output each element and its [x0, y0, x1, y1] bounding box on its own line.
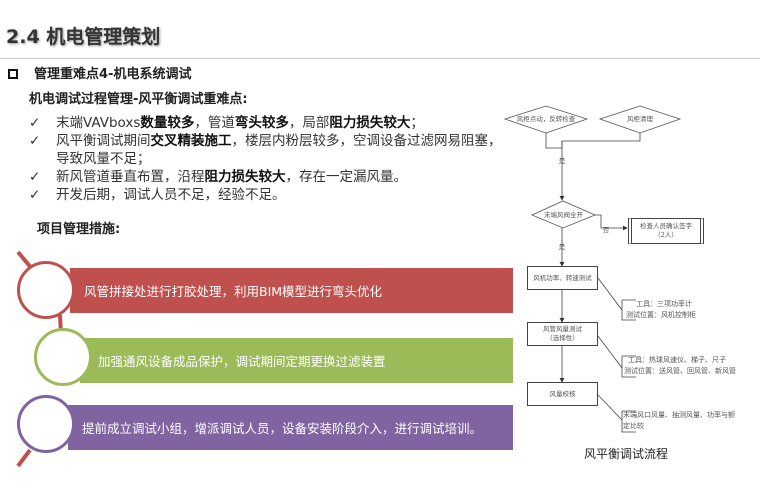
- bullet-text: 末端VAVboxs数量较多，管道弯头较多，局部阻力损失较大；: [56, 114, 504, 132]
- section-title-text: 管理重难点4-机电系统调试: [34, 67, 192, 82]
- flow-decision-3: 末端风阀全开: [544, 211, 583, 219]
- bullet-emphasis: 交叉精装施工: [150, 133, 232, 149]
- flow-text: 风量校核: [549, 389, 576, 398]
- bullet-text: 风平衡调试期间交叉精装施工，楼层内粉层较多，空调设备过滤网易阻塞，导致风量不足；: [56, 132, 504, 168]
- bullet-emphasis: 数量较多: [140, 115, 195, 131]
- flow-label-no: 否: [602, 226, 610, 234]
- bullet-text: 新风管道垂直布置，沿程阻力损失较大，存在一定漏风量。: [56, 168, 504, 186]
- bullet-item: ✓ 风平衡调试期间交叉精装施工，楼层内粉层较多，空调设备过滤网易阻塞，导致风量不足…: [29, 132, 504, 168]
- bullet-segment: ，存在一定漏风量。: [285, 169, 408, 185]
- check-icon: ✓: [29, 187, 41, 203]
- callout-text: 定比较: [623, 422, 644, 430]
- flow-step-2: 风管风量测试（选择性）: [527, 322, 598, 346]
- flow-step-3: 风量校核: [527, 382, 598, 406]
- circle-icon: [34, 328, 92, 386]
- bullet-item: ✓ 新风管道垂直布置，沿程阻力损失较大，存在一定漏风量。: [29, 168, 504, 186]
- page-title: 2.4 机电管理策划: [6, 26, 161, 48]
- square-bullet-icon: [8, 69, 18, 79]
- flow-text: 检查人员确认签字: [640, 222, 692, 230]
- bullet-emphasis: 弯头较多: [234, 115, 289, 131]
- circle-icon: [17, 261, 75, 319]
- flow-callout-1: 工具：三项功率计测试位置：风机控制柜: [626, 299, 696, 321]
- callout-text: 工具：三项功率计: [636, 300, 692, 308]
- bullet-segment: ，管道: [194, 115, 235, 131]
- bullet-emphasis: 阻力损失较大: [329, 115, 411, 131]
- callout-text: 测试位置：送风管、回风管、新风管: [624, 367, 736, 375]
- measure-text: 风管拼接处进行打胶处理，利用BIM模型进行弯头优化: [84, 284, 383, 299]
- flow-decision-1: 风柜点动，反转检查: [516, 115, 576, 123]
- check-icon: ✓: [29, 115, 41, 131]
- callout-text: 末端风口风量、抽测风量、功率与额: [623, 411, 735, 419]
- flow-callout-2: 工具：热球风速仪、梯子、尺子测试位置：送风管、回风管、新风管: [624, 355, 736, 377]
- flow-callout-3: 末端风口风量、抽测风量、功率与额定比较: [623, 410, 735, 432]
- bullet-segment: ，局部: [288, 115, 330, 131]
- bullet-segment: 末端VAVboxs: [56, 115, 141, 131]
- flow-check-box: 检查人员确认签字（2人）: [628, 218, 704, 244]
- measure-bar-1: 风管拼接处进行打胶处理，利用BIM模型进行弯头优化: [70, 268, 513, 313]
- flow-text: 风管风量测试: [543, 325, 582, 333]
- flow-text: （2人）: [654, 231, 678, 239]
- flow-label-yes: 是: [558, 243, 566, 251]
- bullet-segment: 开发后期，调试人员不足，经验不足。: [56, 187, 286, 203]
- divider: [0, 58, 760, 59]
- circle-icon: [17, 395, 75, 453]
- bullet-item: ✓ 开发后期，调试人员不足，经验不足。: [29, 186, 504, 204]
- check-icon: ✓: [29, 133, 41, 149]
- flow-label-yes: 是: [558, 157, 566, 165]
- measure-bar-2: 加强通风设备成品保护，调试期间定期更换过滤装置: [80, 338, 513, 383]
- flowchart-caption: 风平衡调试流程: [584, 447, 669, 461]
- measure-text: 提前成立调试小组，增派调试人员，设备安装阶段介入，进行调试培训。: [82, 421, 483, 436]
- section-title: 管理重难点4-机电系统调试: [8, 63, 191, 82]
- measures-title: 项目管理措施:: [37, 222, 121, 237]
- flow-step-1: 风机功率、转速测试: [527, 266, 598, 290]
- bullet-segment: 风平衡调试期间: [56, 133, 151, 149]
- measure-bar-3: 提前成立调试小组，增派调试人员，设备安装阶段介入，进行调试培训。: [68, 405, 513, 450]
- callout-text: 工具：热球风速仪、梯子、尺子: [628, 356, 726, 364]
- flow-decision-2: 风柜清理: [627, 115, 653, 123]
- bullet-emphasis: 阻力损失较大: [204, 169, 286, 185]
- callout-text: 测试位置：风机控制柜: [626, 311, 696, 319]
- bullet-segment: ，楼层内粉层较多，空调设备过滤网易阻塞，导致风量不足；: [56, 133, 502, 167]
- bullet-segment: 新风管道垂直布置，沿程: [56, 169, 205, 185]
- flow-text: （选择性）: [546, 334, 579, 342]
- bullet-item: ✓ 末端VAVboxs数量较多，管道弯头较多，局部阻力损失较大；: [29, 114, 504, 132]
- check-icon: ✓: [29, 169, 41, 185]
- bullet-segment: ；: [410, 115, 424, 131]
- bullet-text: 开发后期，调试人员不足，经验不足。: [56, 186, 504, 204]
- section-subtitle: 机电调试过程管理-风平衡调试重难点:: [29, 92, 248, 107]
- flow-text: 风机功率、转速测试: [533, 273, 592, 282]
- measure-text: 加强通风设备成品保护，调试期间定期更换过滤装置: [98, 354, 386, 369]
